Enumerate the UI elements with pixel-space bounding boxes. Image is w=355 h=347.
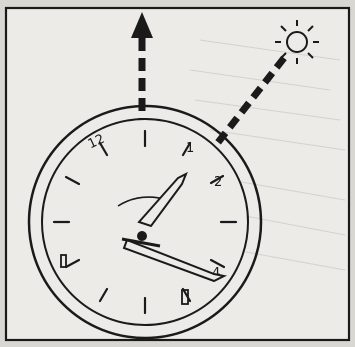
- hand-pivot: [137, 231, 147, 241]
- numeral-1: 1: [186, 141, 194, 156]
- analog-watch-icon: 12 1 2 4: [29, 106, 261, 338]
- numeral-2: 2: [214, 175, 222, 190]
